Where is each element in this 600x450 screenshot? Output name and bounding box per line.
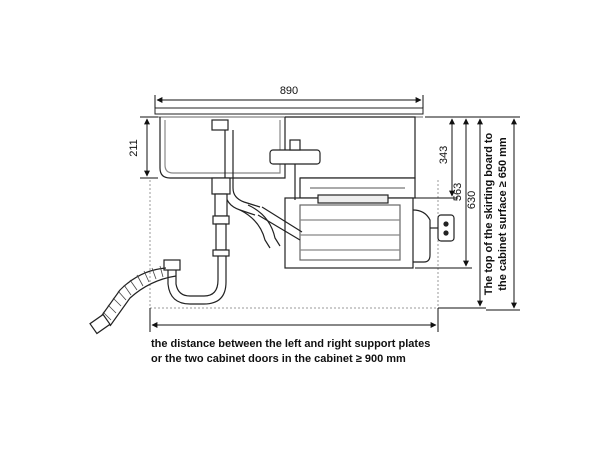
dim-skirting [486, 116, 520, 311]
dim-343 [415, 116, 460, 199]
corrugated-hose [89, 265, 177, 335]
dim-563 [415, 118, 472, 269]
power-plug-icon [412, 209, 455, 263]
appliance-top [285, 116, 416, 199]
skirting-note-line1: The top of the skirting board to [483, 132, 495, 295]
dim-sink-depth-label: 211 [128, 139, 140, 157]
appliance-body [284, 194, 414, 269]
countertop [154, 107, 424, 118]
bottom-note-line2: or the two cabinet doors in the cabinet … [151, 353, 406, 365]
dim-width-label: 890 [280, 85, 298, 97]
dim-sink-depth [140, 116, 158, 179]
sink-drain [163, 177, 231, 305]
sink-bowl [159, 117, 286, 179]
dim-cabinet-width [149, 308, 439, 332]
dim-630-label: 630 [466, 191, 478, 209]
cabinet-outline [149, 180, 439, 309]
inlet-valve [269, 139, 321, 200]
dim-width [154, 95, 424, 108]
bottom-note-line1: the distance between the left and right … [151, 338, 430, 350]
dim-343-label: 343 [438, 146, 450, 164]
dim-630 [438, 116, 486, 309]
skirting-note-line2: the cabinet surface ≥ 650 mm [497, 137, 509, 291]
dim-563-label: 563 [452, 183, 464, 201]
